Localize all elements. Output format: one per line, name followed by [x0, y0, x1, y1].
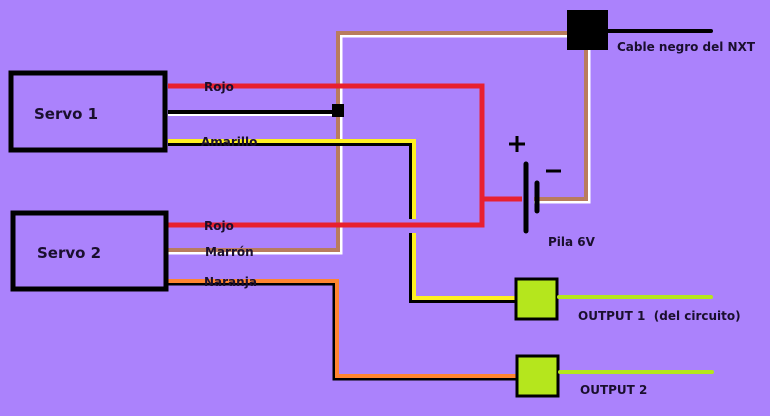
wire-label-servo2-marron: Marrón	[205, 245, 254, 259]
battery-label: Pila 6V	[548, 235, 596, 249]
nxt-cable-label: Cable negro del NXT	[617, 40, 756, 54]
servo-2-box: Servo 2	[10, 210, 169, 292]
plus-sign-icon	[509, 136, 525, 152]
output-2-label: OUTPUT 2	[580, 383, 647, 397]
output-1: OUTPUT 1 (del circuito)	[514, 277, 741, 323]
battery-6v: Pila 6V	[509, 136, 596, 249]
wire-label-servo1-rojo: Rojo	[204, 80, 234, 94]
servo-2-label: Servo 2	[37, 244, 101, 262]
nxt-connector: Cable negro del NXT	[567, 10, 756, 54]
wire-label-servo2-naranja: Naranja	[204, 275, 257, 289]
servo-1-box: Servo 1	[8, 70, 168, 153]
orange-signal-wire	[168, 279, 516, 381]
output-1-label: OUTPUT 1 (del circuito)	[578, 309, 741, 323]
yellow-signal-wire	[168, 139, 516, 303]
wire-label-servo2-rojo: Rojo	[204, 219, 234, 233]
black-wire-servo1	[168, 104, 344, 117]
wire-label-servo1-amarillo: Amarillo	[201, 135, 257, 149]
servo-1-label: Servo 1	[34, 105, 98, 123]
output-2: OUTPUT 2	[515, 354, 714, 398]
black-junction-node	[332, 104, 344, 117]
red-power-wire	[168, 83, 522, 228]
